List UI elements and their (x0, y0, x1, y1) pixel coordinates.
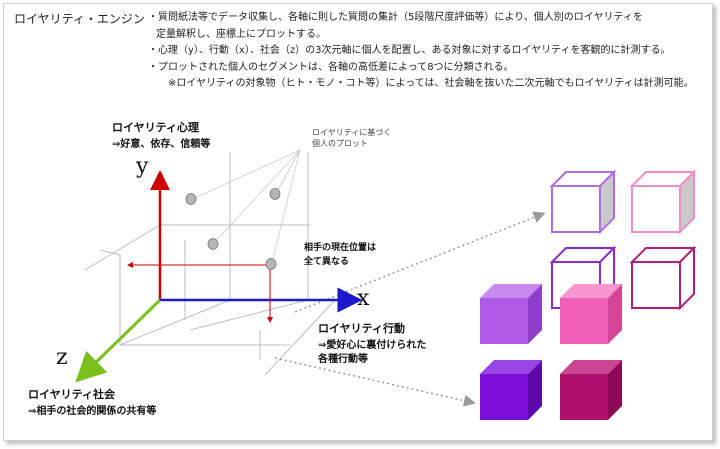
description-line-1: ・質問紙法等でデータ収集し、各軸に則した質問の集計（5段階尺度評価等）により、個… (148, 12, 643, 23)
description-line-2: 定量解釈し、座標上にプロットする。 (156, 28, 326, 40)
segment-cube-solid-2 (560, 284, 622, 344)
y-axis-title: ロイヤリティ心理 (112, 121, 200, 134)
segment-cube-outline-2 (629, 169, 697, 235)
z-axis-line (75, 298, 162, 383)
description-line-3: ・心理（y）、行動（x）、社会（z）の3次元軸に個人を配置し、ある対象に対するロ… (148, 45, 671, 56)
plot-note-line-1: ロイヤリティに基づく (312, 128, 392, 137)
description-line-4: ・プロットされた個人のセグメントは、各軸の高低差によって8つに分類される。 (148, 61, 514, 73)
position-note-line-2: 全て異なる (304, 257, 350, 267)
x-axis-description-1: ⇒愛好心に裏付けられた (318, 340, 427, 351)
description-note: ※ロイヤリティの対象物（ヒト・モノ・コト等）によっては、社会軸を抜いた二次元軸で… (168, 78, 694, 89)
z-axis-letter: z (56, 345, 68, 370)
description: ・質問紙法等でデータ収集し、各軸に則した質問の集計（5段階尺度評価等）により、個… (148, 10, 708, 93)
segment-cube-solid-1 (480, 284, 542, 344)
segment-cube-outline-1 (549, 169, 617, 235)
segment-cube-solid-3 (480, 360, 542, 420)
page-title: ロイヤリティ・エンジン (14, 12, 145, 26)
x-axis-letter: x (357, 286, 370, 311)
y-axis-letter: y (136, 154, 149, 179)
y-axis-description: ⇒好意、依存、信頼等 (112, 139, 211, 150)
annotation-leaders (194, 149, 301, 263)
segment-pointers (274, 211, 546, 407)
z-axis-title: ロイヤリティ社会 (28, 388, 116, 401)
grid-lines (84, 152, 336, 376)
plot-points (185, 188, 281, 270)
position-note-line-1: 相手の現在位置は (304, 243, 377, 253)
z-axis-description: ⇒相手の社会的関係の共有等 (28, 406, 157, 417)
segment-cube-outline-4 (629, 245, 697, 311)
plot-note-line-2: 個人のプロット (312, 139, 368, 148)
x-axis-description-2: 各種行動等 (318, 354, 368, 365)
x-axis-title: ロイヤリティ行動 (318, 322, 406, 335)
segment-cube-solid-4 (560, 360, 622, 420)
